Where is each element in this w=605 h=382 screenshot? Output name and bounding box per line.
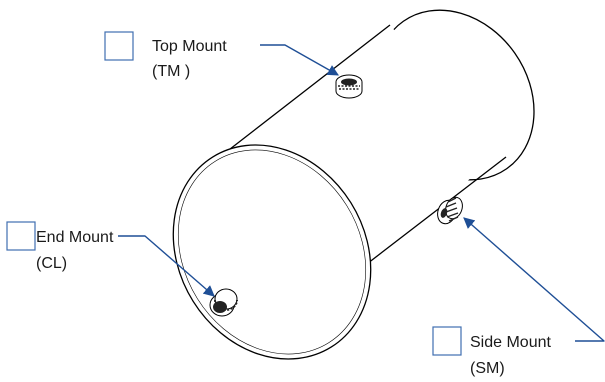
end-mount-checkbox[interactable] (6, 221, 36, 251)
end-mount-leader (118, 235, 215, 297)
top-mount-code: (TM ) (152, 63, 190, 80)
top-mount-leader (260, 44, 339, 76)
end-mount-label: End Mount (36, 229, 114, 246)
end-fitting (209, 288, 238, 317)
top-fitting (335, 74, 363, 99)
tank (172, 9, 535, 360)
side-mount-leader (463, 217, 605, 342)
end-mount-code: (CL) (36, 255, 67, 272)
side-mount-checkbox[interactable] (432, 326, 462, 356)
tank-front-cap-rim (177, 149, 367, 355)
top-mount-checkbox[interactable] (104, 31, 134, 61)
side-mount-code: (SM) (470, 360, 505, 377)
tank-top-edge (211, 24, 391, 164)
side-mount-label: Side Mount (470, 334, 551, 351)
top-mount-label: Top Mount (152, 38, 227, 55)
side-fitting (437, 196, 463, 225)
